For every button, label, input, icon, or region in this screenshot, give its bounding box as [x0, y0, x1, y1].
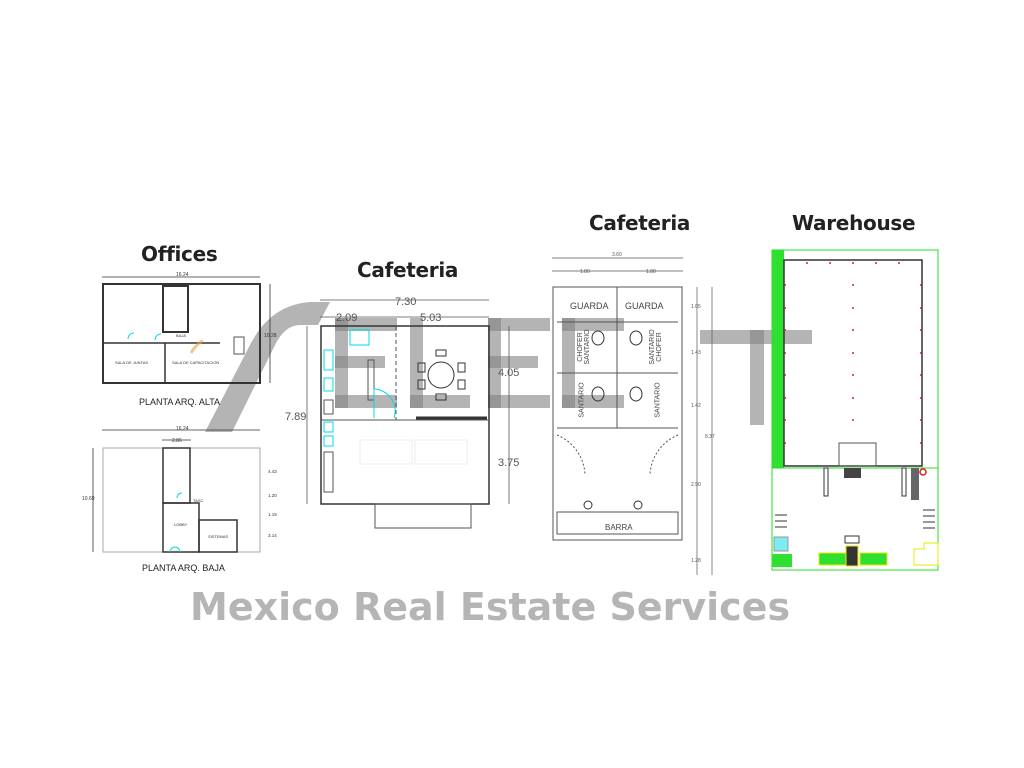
select-logo-watermark — [205, 302, 812, 432]
room-chofer-santario-left: CHOFER SANTARIO — [577, 329, 591, 365]
warehouse-plan — [771, 249, 939, 571]
room-lobby: LOBBY — [174, 522, 188, 527]
dim-total-width: 7.30 — [395, 296, 416, 308]
caption-baja: PLANTA ARQ. BAJA — [142, 563, 225, 573]
cafeteria-title-1: Cafeteria — [357, 258, 459, 282]
cafeteria-plan-2: 3.60 1.80 1.80 GUARDA GUARDA BARRA 1.05 … — [552, 252, 715, 575]
room-santario-chofer-right: SANTARIO CHOFER — [649, 329, 663, 365]
dim-right-width: 5.03 — [420, 312, 441, 324]
room-sala-capacitacion: SALA DE CAPACITACION — [172, 360, 219, 365]
dim-core: 2.86 — [172, 438, 182, 444]
room-guarda-right: GUARDA — [625, 301, 664, 311]
dim-total-width-2: 3.60 — [612, 252, 622, 258]
row-dim-1: 1.05 — [691, 304, 701, 310]
dim-height-lower: 10.69 — [82, 496, 95, 502]
offices-lower-plan: 16.24 10.69 2.86 LOBBY SISTEMAS TASC 4.4… — [82, 426, 277, 573]
row-dim-3: 1.42 — [691, 403, 701, 409]
offices-upper-plan: 16.24 10.28 SALA DE JUNTAS SALA DE CAPAC… — [102, 272, 277, 407]
room-tasc: TASC — [193, 498, 203, 503]
room-barra: BARRA — [605, 523, 633, 532]
warehouse-title: Warehouse — [792, 211, 916, 235]
room-sistemas: SISTEMAS — [208, 534, 229, 539]
side-dim-4: 3.14 — [268, 533, 277, 538]
side-dim-1: 4.43 — [268, 469, 277, 474]
room-guarda-left: GUARDA — [570, 301, 609, 311]
cafeteria-plan-1: 7.30 2.09 5.03 7.89 4.05 3.75 — [285, 296, 519, 529]
tagline-watermark: Mexico Real Estate Services — [190, 585, 791, 629]
row-dim-4: 2.90 — [691, 482, 701, 488]
dim-width-lower: 16.24 — [176, 426, 189, 432]
dim-lower-height: 3.75 — [498, 457, 519, 469]
row-dim-5: 1.28 — [691, 558, 701, 564]
room-sala-juntas: SALA DE JUNTAS — [115, 360, 148, 365]
dim-half-1: 1.80 — [580, 269, 590, 275]
row-dim-2: 1.43 — [691, 350, 701, 356]
room-santario-right: SANTARIO — [654, 382, 662, 418]
dim-upper-height: 4.05 — [498, 367, 519, 379]
cafeteria-title-2: Cafeteria — [589, 211, 691, 235]
dim-width: 16.24 — [176, 272, 189, 278]
dim-half-2: 1.80 — [646, 269, 656, 275]
offices-title: Offices — [141, 242, 218, 266]
dim-height: 10.28 — [264, 333, 277, 339]
side-dim-2: 1.20 — [268, 493, 277, 498]
side-dim-3: 1.19 — [268, 512, 277, 517]
caption-alta: PLANTA ARQ. ALTA — [139, 397, 220, 407]
dim-total-height-2: 8.37 — [705, 434, 715, 440]
room-santario-left: SANTARIO — [578, 382, 586, 418]
dim-total-height: 7.89 — [285, 411, 306, 423]
room-baja: BAJA — [176, 333, 186, 338]
dim-left-width: 2.09 — [336, 312, 357, 324]
